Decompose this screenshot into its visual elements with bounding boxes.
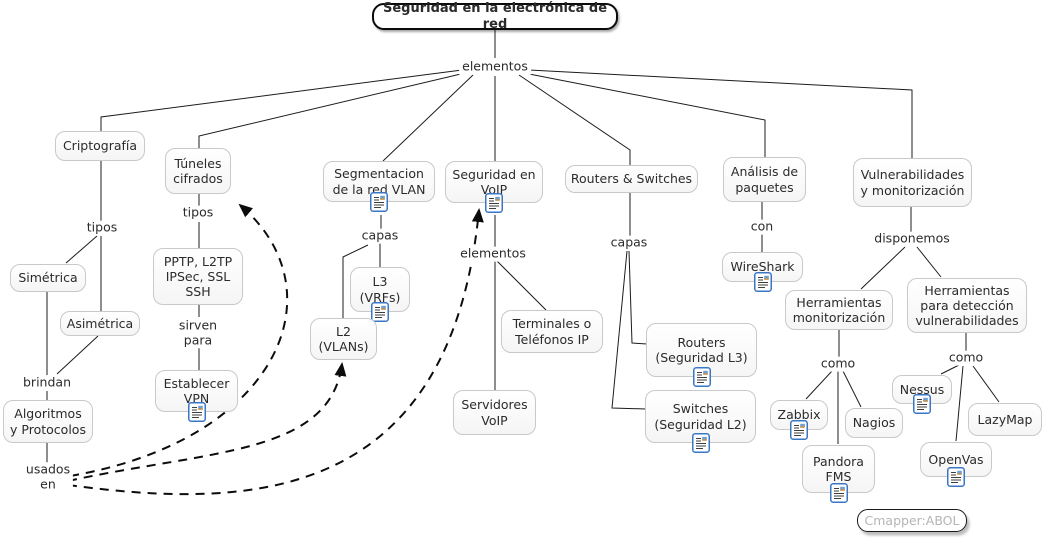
concept-label: Túneles cifrados bbox=[173, 155, 223, 186]
concept-openvas[interactable]: OpenVas bbox=[920, 442, 992, 487]
concept-nessus[interactable]: Nessus bbox=[892, 375, 952, 414]
link-label-usados-en[interactable]: usados en bbox=[22, 461, 74, 492]
concept-routers-seguridad-l3[interactable]: Routers (Seguridad L3) bbox=[646, 323, 757, 387]
concept-label: Pandora FMS bbox=[813, 453, 864, 484]
concept-zabbix[interactable]: Zabbix bbox=[770, 400, 828, 440]
concept-label: Terminales o Teléfonos IP bbox=[512, 316, 592, 347]
concept-vulnerabilidades-monitorizacion[interactable]: Vulnerabilidades y monitorización bbox=[853, 158, 972, 207]
concept-label: Nagios bbox=[852, 415, 896, 431]
concept-label: Switches (Seguridad L2) bbox=[654, 401, 747, 432]
concept-label: L2 (VLANs) bbox=[318, 323, 369, 354]
link-label-capas-vlan[interactable]: capas bbox=[358, 228, 402, 244]
resource-link-icon[interactable] bbox=[692, 367, 711, 387]
concept-label: Algoritmos y Protocolos bbox=[10, 406, 86, 437]
concept-label: Criptografía bbox=[62, 138, 138, 154]
concept-analisis-paquetes[interactable]: Análisis de paquetes bbox=[723, 157, 806, 202]
resource-link-icon[interactable] bbox=[370, 192, 388, 212]
concept-seguridad-voip[interactable]: Seguridad en VoIP bbox=[445, 161, 543, 213]
concept-label: Asimétrica bbox=[66, 315, 134, 331]
concept-switches-seguridad-l2[interactable]: Switches (Seguridad L2) bbox=[645, 390, 756, 453]
concept-label: Nessus bbox=[899, 381, 945, 397]
link-label-brindan[interactable]: brindan bbox=[20, 375, 74, 391]
concept-title-seguridad-electronica-red[interactable]: Seguridad en la electrónica de red bbox=[372, 0, 618, 32]
resource-link-icon[interactable] bbox=[829, 483, 848, 503]
concept-herramientas-monitorizacion[interactable]: Herramientas monitorización bbox=[785, 290, 893, 330]
link-label-como-deteccion[interactable]: como bbox=[945, 350, 987, 366]
link-label-disponemos[interactable]: disponemos bbox=[871, 231, 953, 247]
concept-wireshark[interactable]: WireShark bbox=[722, 252, 803, 292]
resource-link-icon[interactable] bbox=[485, 193, 503, 213]
concept-asimetrica[interactable]: Asimétrica bbox=[60, 311, 140, 336]
concept-label: Routers (Seguridad L3) bbox=[655, 334, 748, 365]
concept-label: WireShark bbox=[730, 259, 795, 275]
concept-label: Análisis de paquetes bbox=[730, 164, 799, 195]
resource-link-icon[interactable] bbox=[371, 302, 389, 322]
link-label-elementos-root[interactable]: elementos bbox=[459, 59, 531, 75]
link-label-como-monitorizacion[interactable]: como bbox=[817, 356, 859, 372]
concept-label: Zabbix bbox=[777, 407, 821, 423]
link-label-elementos-voip[interactable]: elementos bbox=[457, 246, 529, 262]
concept-label: Simétrica bbox=[18, 270, 78, 286]
concept-establecer-vpn[interactable]: Establecer VPN bbox=[155, 370, 238, 422]
resource-link-icon[interactable] bbox=[753, 272, 772, 292]
concept-label: OpenVas bbox=[928, 451, 984, 467]
concept-label: PPTP, L2TP IPSec, SSL SSH bbox=[163, 253, 233, 300]
concept-label: Vulnerabilidades y monitorización bbox=[860, 167, 965, 198]
concept-criptografia[interactable]: Criptografía bbox=[55, 131, 145, 161]
concept-label: Routers & Switches bbox=[570, 171, 693, 187]
concept-algoritmos-protocolos[interactable]: Algoritmos y Protocolos bbox=[3, 400, 93, 443]
concept-servidores-voip[interactable]: Servidores VoIP bbox=[453, 390, 536, 435]
resource-link-icon[interactable] bbox=[187, 402, 206, 422]
concept-label: L3 (VRFs) bbox=[359, 274, 401, 305]
concept-label: LazyMap bbox=[977, 411, 1033, 427]
link-label-tipos-criptografia[interactable]: tipos bbox=[83, 220, 121, 236]
link-label-con[interactable]: con bbox=[747, 219, 777, 235]
link-label-capas-routers-switches[interactable]: capas bbox=[607, 235, 651, 251]
concept-routers-switches[interactable]: Routers & Switches bbox=[565, 165, 698, 193]
concept-tuneles-cifrados[interactable]: Túneles cifrados bbox=[165, 148, 231, 194]
link-label-tipos-tuneles[interactable]: tipos bbox=[179, 205, 217, 221]
concept-simetrica[interactable]: Simétrica bbox=[10, 264, 86, 292]
concept-pandora-fms[interactable]: Pandora FMS bbox=[802, 445, 875, 503]
resource-link-icon[interactable] bbox=[913, 394, 931, 414]
concept-label: Herramientas monitorización bbox=[792, 294, 886, 325]
concept-lazymap[interactable]: LazyMap bbox=[968, 403, 1042, 436]
resource-link-icon[interactable] bbox=[790, 420, 808, 440]
concept-l2-vlans[interactable]: L2 (VLANs) bbox=[310, 318, 377, 360]
concept-label: Herramientas para detección vulnerabilid… bbox=[915, 282, 1019, 329]
concept-terminales-telefonos-ip[interactable]: Terminales o Teléfonos IP bbox=[501, 310, 603, 353]
concept-herramientas-deteccion-vulnerabilidades[interactable]: Herramientas para detección vulnerabilid… bbox=[907, 278, 1027, 333]
concept-pptp-l2tp-ipsec-ssl-ssh[interactable]: PPTP, L2TP IPSec, SSL SSH bbox=[153, 248, 243, 305]
concept-nagios[interactable]: Nagios bbox=[845, 408, 903, 438]
concept-label: Servidores VoIP bbox=[461, 397, 528, 428]
cmapper-watermark: Cmapper:ABOL bbox=[857, 509, 967, 532]
title-label: Seguridad en la electrónica de red bbox=[382, 0, 608, 32]
concept-segmentacion-vlan[interactable]: Segmentacion de la red VLAN bbox=[323, 161, 435, 212]
link-label-sirven-para[interactable]: sirven para bbox=[175, 317, 221, 348]
concept-l3-vrfs[interactable]: L3 (VRFs) bbox=[350, 267, 410, 322]
resource-link-icon[interactable] bbox=[691, 433, 710, 453]
cmapper-watermark-label: Cmapper:ABOL bbox=[864, 512, 960, 528]
resource-link-icon[interactable] bbox=[947, 467, 965, 487]
